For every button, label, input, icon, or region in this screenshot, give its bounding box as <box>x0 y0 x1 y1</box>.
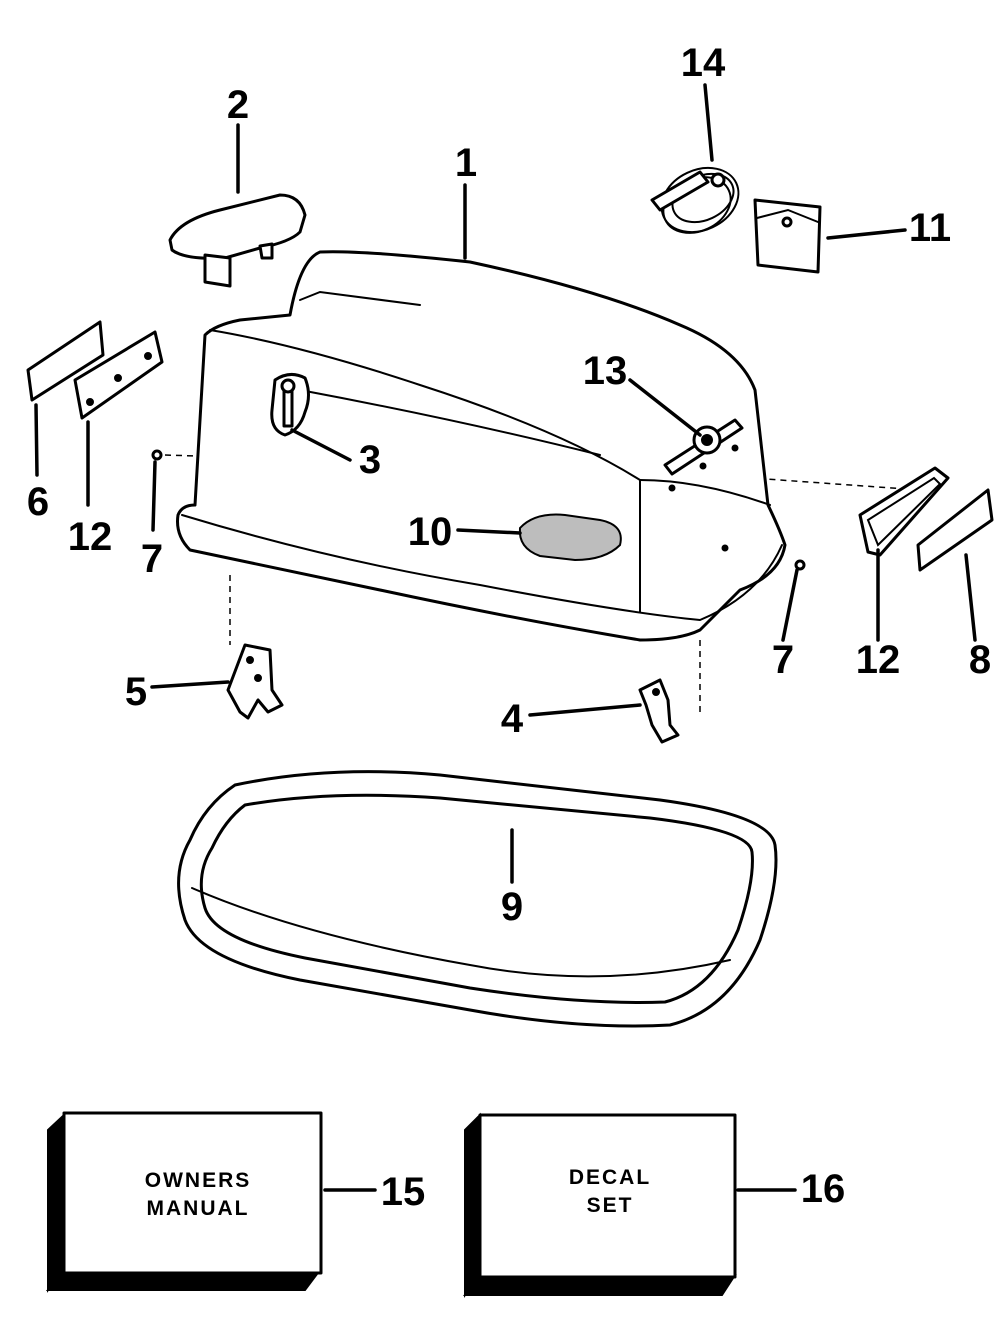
callout-8: 8 <box>969 638 991 682</box>
decal-set-line2: SET <box>587 1194 634 1217</box>
callout-12-right: 12 <box>856 638 901 682</box>
owners-manual-box: OWNERS MANUAL <box>45 1111 323 1293</box>
callout-5: 5 <box>125 670 147 714</box>
callout-9: 9 <box>501 885 523 929</box>
callout-10: 10 <box>408 510 453 554</box>
plate-12-right <box>858 466 950 557</box>
plate-12-left <box>73 330 164 420</box>
callout-2: 2 <box>227 83 249 127</box>
callout-7-left: 7 <box>141 537 163 581</box>
callout-16: 16 <box>801 1167 846 1211</box>
callout-14: 14 <box>681 41 726 85</box>
seal-ring <box>177 770 778 1028</box>
cap-cover <box>168 193 307 288</box>
callout-4: 4 <box>501 697 524 741</box>
bracket-4 <box>638 678 680 744</box>
callout-7-right: 7 <box>772 638 794 682</box>
decal-set-box: DECAL SET <box>463 1112 737 1298</box>
callout-15: 15 <box>381 1170 426 1214</box>
owners-manual-line1: OWNERS <box>145 1169 252 1192</box>
callout-12-left: 12 <box>68 515 113 559</box>
decal-8 <box>916 488 994 572</box>
callout-11: 11 <box>909 206 951 250</box>
pouch-11 <box>753 198 822 274</box>
owners-manual-line2: MANUAL <box>147 1197 250 1220</box>
screw-7-right <box>794 559 806 571</box>
bracket-5 <box>226 643 284 720</box>
motor-cover <box>176 250 787 642</box>
decal-set-line1: DECAL <box>569 1166 651 1189</box>
screw-7-left <box>151 449 163 461</box>
decal-6 <box>26 320 105 402</box>
leader-lines <box>34 83 977 1192</box>
callout-3: 3 <box>359 438 381 482</box>
cable-14 <box>650 166 740 234</box>
callout-1: 1 <box>455 141 477 185</box>
callout-6: 6 <box>27 480 49 524</box>
callout-13: 13 <box>583 349 628 393</box>
